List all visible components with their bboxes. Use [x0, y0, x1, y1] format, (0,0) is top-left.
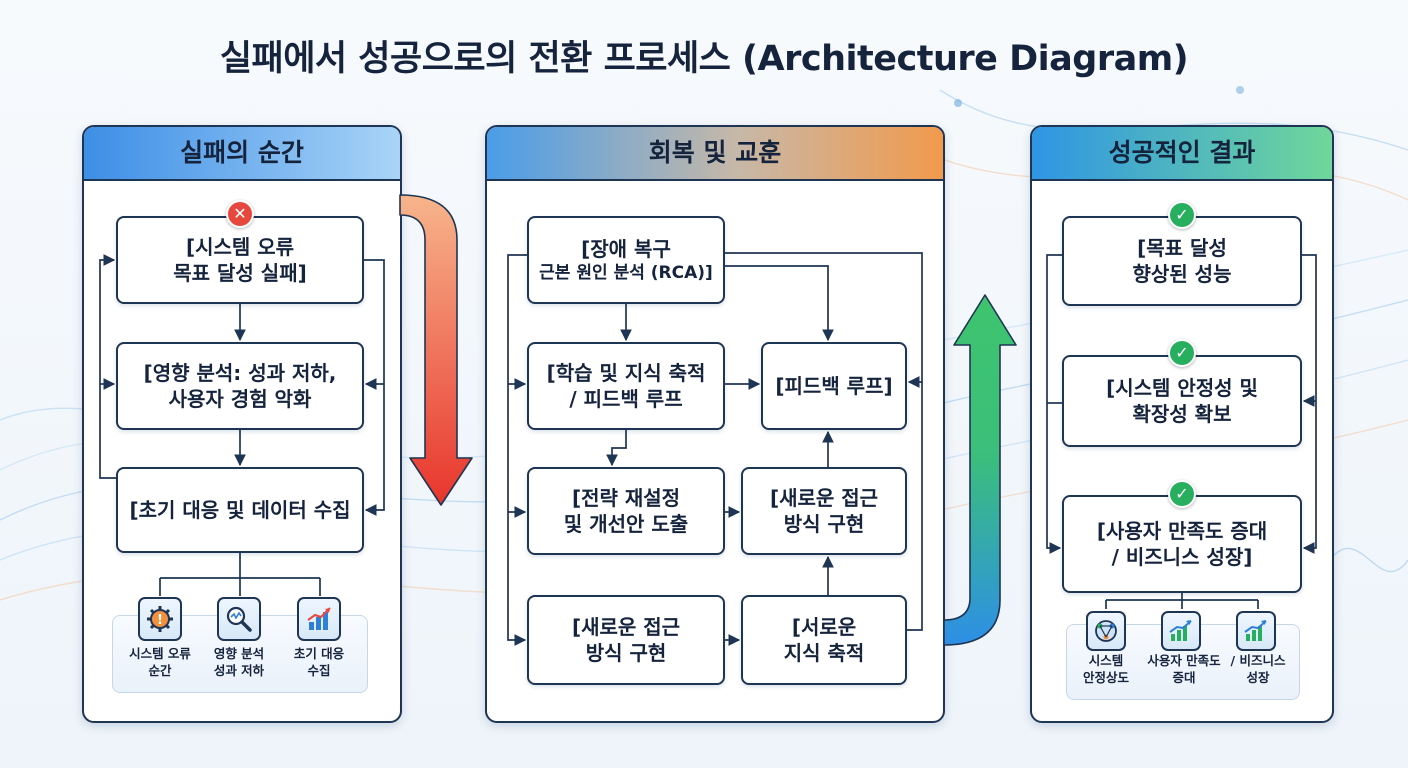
node-line: [시스템 오류 — [185, 234, 295, 259]
check-icon: ✓ — [1168, 480, 1196, 508]
node-new-approach: [새로운 접근 방식 구현 — [741, 467, 907, 555]
node-line: 확장성 확보 — [1132, 402, 1232, 426]
gear-warning-icon: ! — [138, 597, 182, 641]
page-title: 실패에서 성공으로의 전환 프로세스 (Architecture Diagram… — [219, 39, 1189, 79]
failure-x-icon: ✕ — [226, 200, 254, 228]
caption-line: 영향 분석 — [213, 646, 265, 661]
caption-line: 안정상도 — [1082, 669, 1129, 685]
bar-chart-icon — [297, 597, 341, 641]
caption-line: 성과 저하 — [213, 662, 265, 678]
node-line: [학습 및 지식 축적 — [546, 360, 706, 385]
success-icon-caption: 시스템 안정상도 — [1066, 653, 1146, 687]
caption-line: 사용자 만족도 — [1147, 653, 1221, 668]
node-line: [새로운 접근 — [571, 614, 681, 639]
node-line: / 피드백 루프 — [569, 387, 683, 411]
node-line: 및 개선안 도출 — [563, 512, 689, 536]
magnifier-analysis-icon — [217, 597, 261, 641]
caption-line: 초기 대응 — [293, 646, 345, 661]
check-icon: ✓ — [1168, 201, 1196, 229]
caption-line: 증대 — [1172, 669, 1196, 685]
failure-icon-caption: 시스템 오류 순간 — [118, 646, 202, 680]
node-line: [시스템 안정성 및 — [1106, 375, 1258, 400]
node-line: 방식 구현 — [783, 512, 865, 536]
node-line: 사용자 경험 악화 — [168, 387, 312, 411]
caption-line: / 비즈니스 — [1230, 653, 1286, 668]
node-line: / 비즈니스 성장] — [1111, 545, 1253, 569]
node-line: [영향 분석: 성과 저하, — [143, 360, 337, 385]
node-initial-response: [초기 대응 및 데이터 수집 — [116, 467, 364, 553]
node-goal-achieved: [목표 달성 향상된 성능 — [1062, 216, 1302, 306]
caption-line: 순간 — [148, 662, 172, 678]
caption-line: 시스템 — [1088, 653, 1124, 668]
growth-chart-icon — [1236, 611, 1276, 651]
node-knowledge-accumulation: [서로운 지식 축적 — [741, 595, 907, 685]
caption-line: 시스템 오류 — [129, 646, 191, 661]
node-new-approach: [새로운 접근 방식 구현 — [527, 595, 725, 685]
node-line: 향상된 성능 — [1132, 262, 1232, 286]
node-recovery-rca: [장애 복구 근본 원인 분석 (RCA)] — [527, 216, 725, 304]
svg-text:!: ! — [157, 613, 163, 628]
node-system-error: [시스템 오류 목표 달성 실패] — [116, 216, 364, 304]
node-line: [피드백 루프] — [775, 373, 893, 398]
node-line: [서로운 — [791, 614, 857, 639]
node-line: 방식 구현 — [585, 641, 667, 665]
check-icon: ✓ — [1168, 339, 1196, 367]
node-impact-analysis: [영향 분석: 성과 저하, 사용자 경험 악화 — [116, 342, 364, 430]
node-line: [목표 달성 — [1137, 235, 1227, 260]
failure-icon-caption: 영향 분석 성과 저하 — [197, 646, 281, 680]
success-icon-caption: / 비즈니스 성장 — [1222, 653, 1294, 687]
system-stability-icon — [1086, 611, 1126, 651]
caption-line: 수집 — [307, 662, 331, 678]
node-line: 근본 원인 분석 (RCA)] — [539, 262, 713, 283]
node-line: [초기 대응 및 데이터 수집 — [129, 497, 351, 522]
node-line: 목표 달성 실패] — [173, 261, 307, 285]
node-line: 지식 축적 — [783, 641, 865, 665]
node-strategy-reset: [전략 재설정 및 개선안 도출 — [527, 467, 725, 555]
node-satisfaction-growth: [사용자 만족도 증대 / 비즈니스 성장] — [1062, 495, 1302, 593]
node-line: [사용자 만족도 증대 — [1096, 518, 1268, 543]
success-icon-caption: 사용자 만족도 증대 — [1137, 653, 1231, 687]
node-line: [장애 복구 — [581, 236, 671, 261]
caption-line: 성장 — [1246, 669, 1270, 685]
growth-chart-icon — [1161, 611, 1201, 651]
failure-icon-caption: 초기 대응 수집 — [277, 646, 361, 680]
node-line: [전략 재설정 — [571, 485, 681, 510]
failure-panel-title: 실패의 순간 — [84, 127, 400, 181]
node-stability-scalability: [시스템 안정성 및 확장성 확보 — [1062, 355, 1302, 447]
node-line: [새로운 접근 — [769, 485, 879, 510]
recovery-panel-title: 회복 및 교훈 — [487, 127, 943, 181]
node-feedback-loop: [피드백 루프] — [761, 342, 907, 430]
node-learning-feedback: [학습 및 지식 축적 / 피드백 루프 — [527, 342, 725, 430]
success-panel-title: 성공적인 결과 — [1032, 127, 1332, 181]
